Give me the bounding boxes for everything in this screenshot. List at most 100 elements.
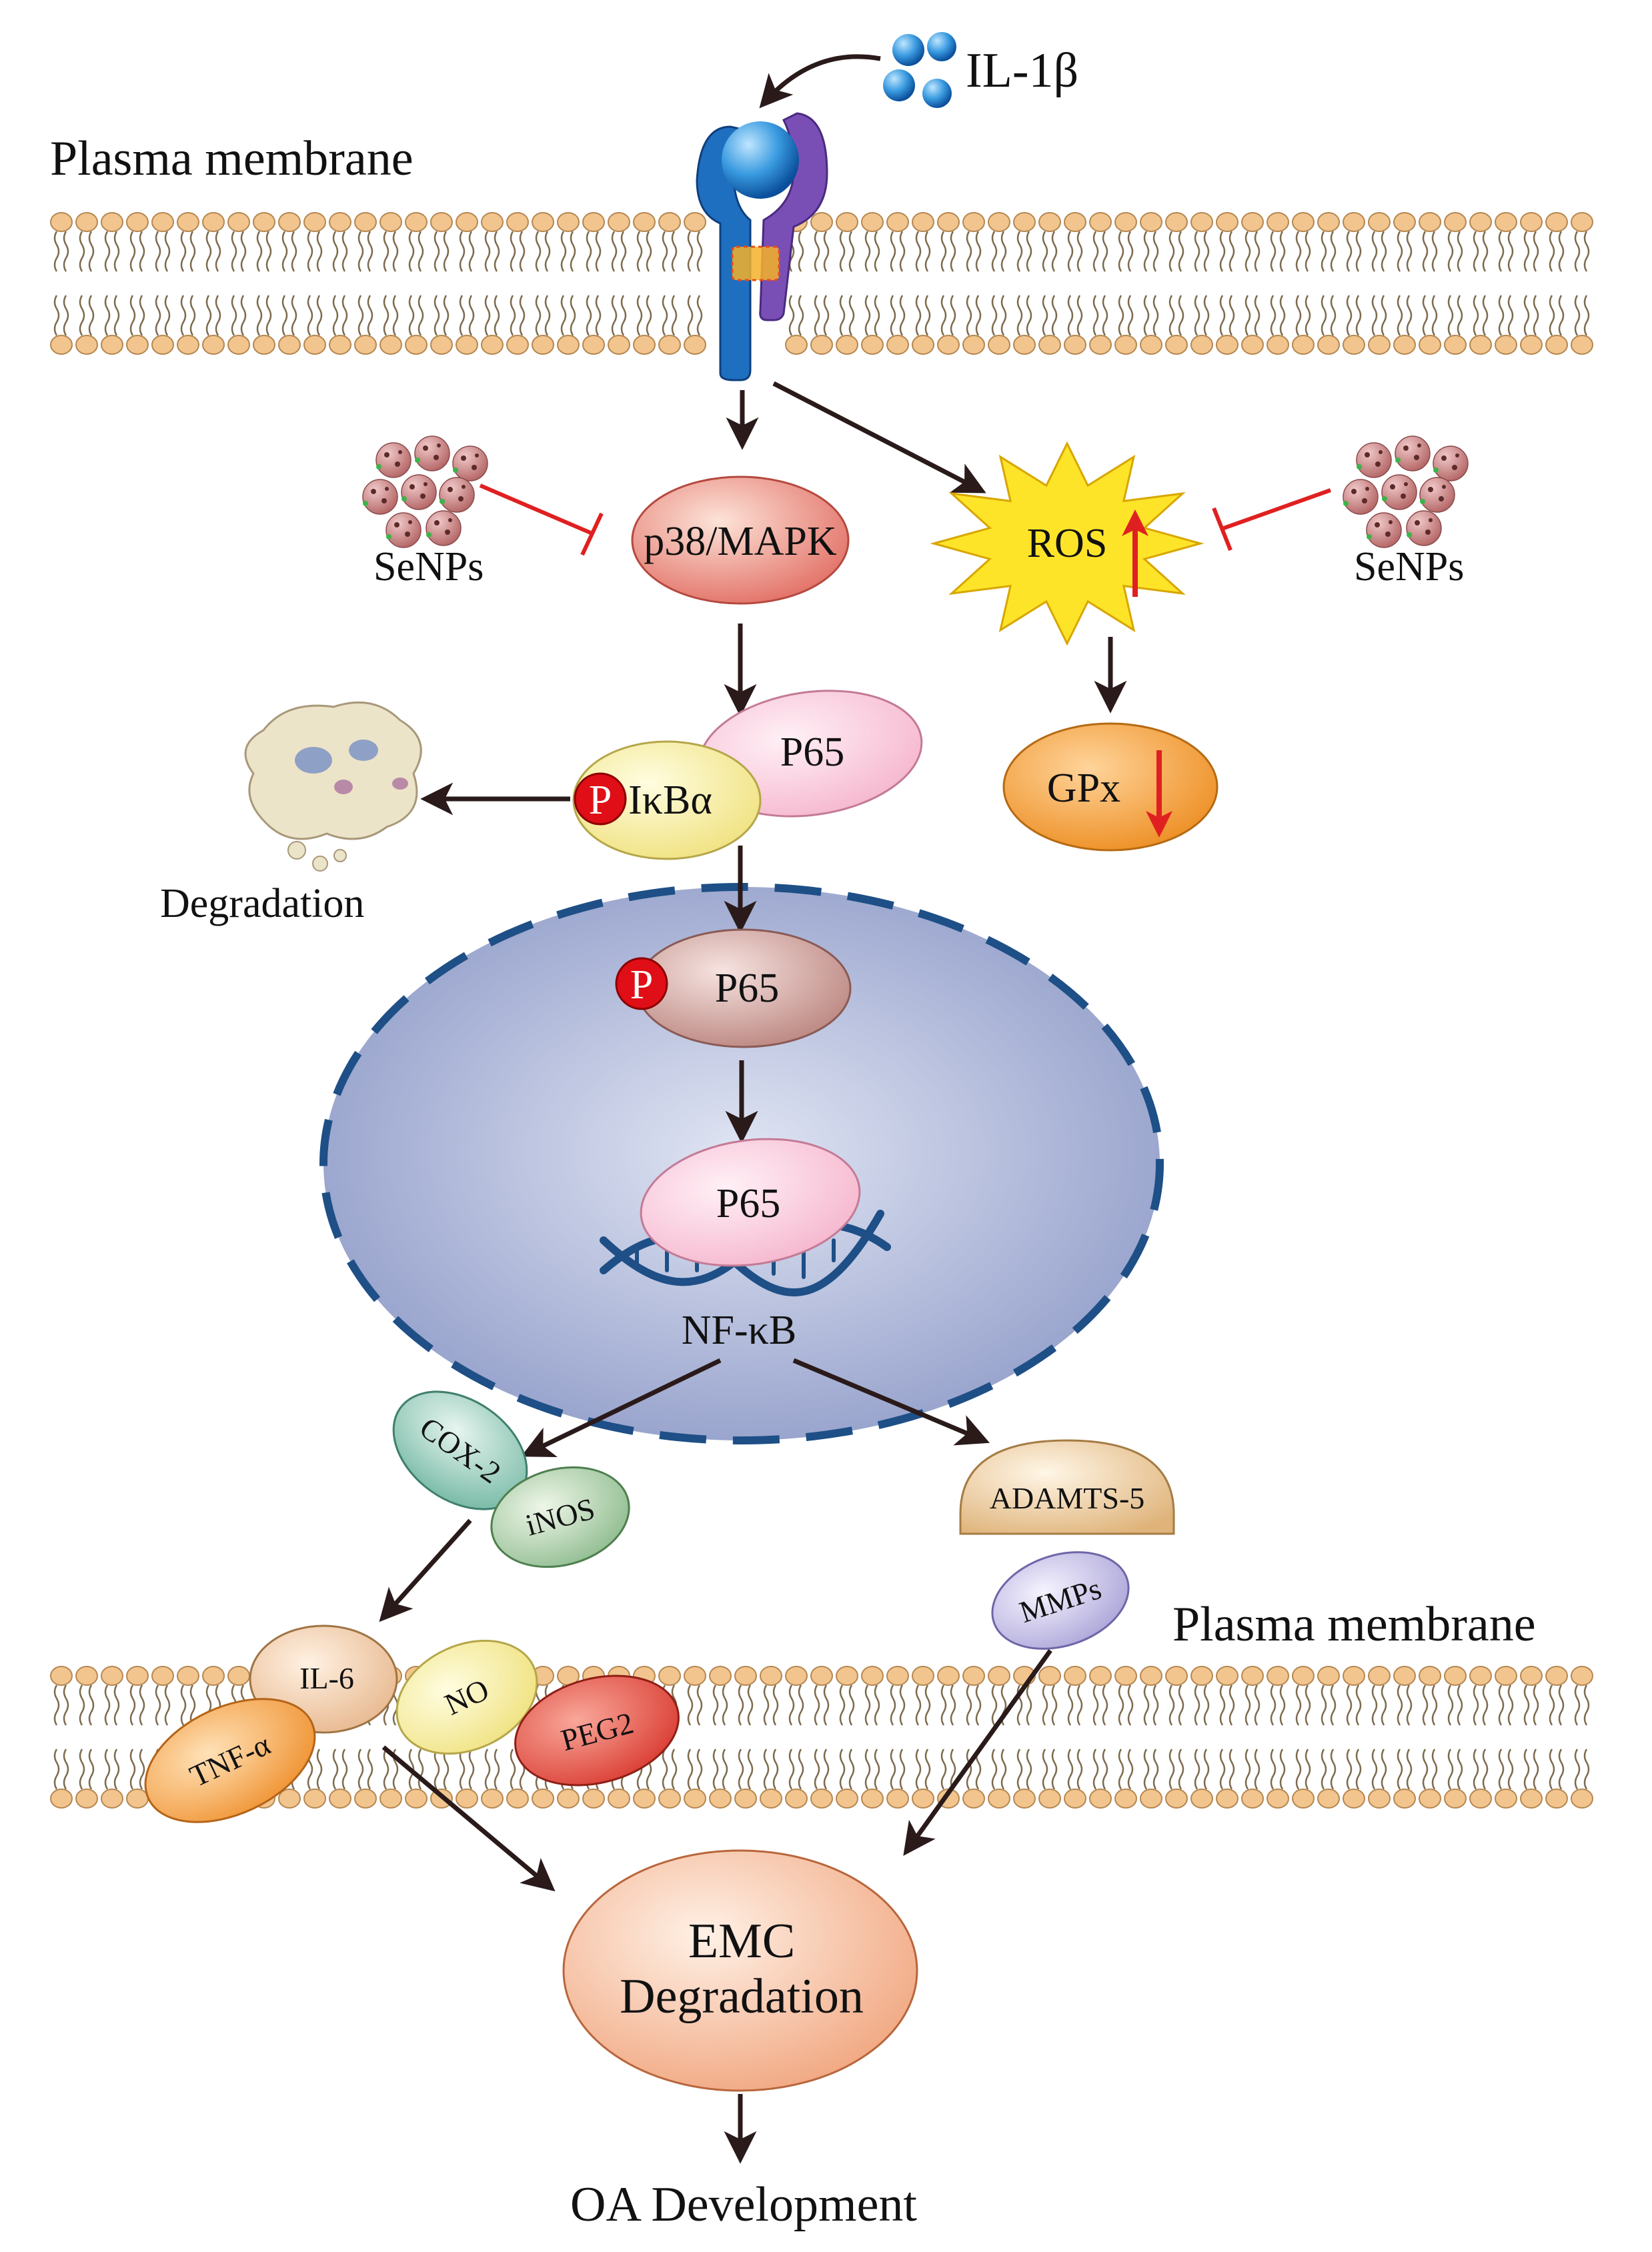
lipid-molecule bbox=[1014, 213, 1035, 354]
phospho-marker-ikba bbox=[574, 772, 627, 826]
lipid-molecule bbox=[1216, 1666, 1238, 1808]
inhibition-left bbox=[479, 483, 604, 556]
oa-development-label: OA Development bbox=[570, 2177, 917, 2232]
lipid-molecule bbox=[1470, 213, 1491, 354]
lipid-molecule bbox=[558, 213, 579, 354]
tnfa-node bbox=[144, 1698, 316, 1823]
lipid-molecule bbox=[482, 213, 503, 354]
lipid-molecule bbox=[1521, 1666, 1542, 1808]
il1-receptor-icon bbox=[696, 112, 828, 381]
lipid-molecule bbox=[1090, 1666, 1111, 1808]
lipid-molecule bbox=[1394, 1666, 1415, 1808]
lipid-molecule bbox=[1267, 213, 1289, 354]
lipid-molecule bbox=[1166, 213, 1187, 354]
phospho-marker-ikba-label: P bbox=[589, 778, 612, 823]
lipid-molecule bbox=[786, 1666, 807, 1808]
lipid-molecule bbox=[101, 1666, 123, 1808]
top-membrane bbox=[51, 213, 1593, 354]
degradation-debris-icon bbox=[244, 701, 422, 872]
lipid-molecule bbox=[1394, 213, 1415, 354]
lipid-molecule bbox=[532, 213, 554, 354]
p65-dna-node bbox=[640, 1138, 861, 1267]
lipid-molecule bbox=[101, 213, 123, 354]
lipid-molecule bbox=[1546, 1666, 1567, 1808]
mediators-to-emc-arrow bbox=[381, 1745, 556, 1892]
p65-nucleus-label: P65 bbox=[715, 966, 779, 1011]
lipid-molecule bbox=[938, 213, 959, 354]
lipid-molecule bbox=[1140, 213, 1162, 354]
p65-dna-label: P65 bbox=[716, 1181, 780, 1226]
senps-left-icon bbox=[363, 436, 488, 547]
il1b-label: IL-1β bbox=[966, 43, 1078, 98]
il6-label: IL-6 bbox=[299, 1661, 354, 1695]
lipid-molecule bbox=[912, 1666, 934, 1808]
degradation-label: Degradation bbox=[160, 881, 364, 926]
lipid-molecule bbox=[253, 213, 275, 354]
lipid-molecule bbox=[1495, 213, 1517, 354]
lipid-molecule bbox=[1064, 1666, 1086, 1808]
lipid-molecule bbox=[963, 213, 984, 354]
lipid-molecule bbox=[684, 1666, 706, 1808]
lipid-molecule bbox=[1546, 213, 1567, 354]
il1b-ligand-icon bbox=[883, 32, 956, 108]
lipid-molecule bbox=[1039, 1666, 1060, 1808]
lipid-molecule bbox=[1216, 213, 1238, 354]
lipid-molecule bbox=[1064, 213, 1086, 354]
ikba-node bbox=[572, 740, 762, 860]
lipid-molecule bbox=[1343, 213, 1365, 354]
lipid-molecule bbox=[51, 1666, 72, 1808]
lipid-molecule bbox=[355, 213, 376, 354]
ros-burst-icon bbox=[930, 441, 1204, 646]
inhibition-right bbox=[1212, 488, 1332, 551]
plasma-membrane-bottom-label: Plasma membrane bbox=[1172, 1597, 1536, 1652]
lipid-molecule bbox=[203, 213, 224, 354]
lipid-molecule bbox=[862, 1666, 883, 1808]
lipid-molecule bbox=[938, 1666, 959, 1808]
lipid-molecule bbox=[659, 213, 680, 354]
lipid-molecule bbox=[1242, 213, 1263, 354]
lipid-molecule bbox=[811, 213, 832, 354]
lipid-molecule bbox=[1191, 1666, 1212, 1808]
lipid-molecule bbox=[76, 1666, 97, 1808]
nfkb-label: NF-κB bbox=[682, 1308, 797, 1353]
lipid-molecule bbox=[836, 1666, 858, 1808]
senps-right-icon bbox=[1343, 436, 1468, 547]
lipid-molecule bbox=[1343, 1666, 1365, 1808]
lipid-molecule bbox=[152, 213, 173, 354]
lipid-molecule bbox=[456, 213, 478, 354]
lipid-molecule bbox=[988, 213, 1010, 354]
lipid-molecule bbox=[1419, 1666, 1441, 1808]
lipid-molecule bbox=[684, 213, 706, 354]
emc-degradation-node bbox=[562, 1849, 918, 2092]
lipid-molecule bbox=[228, 213, 249, 354]
gpx-label: GPx bbox=[1047, 766, 1120, 811]
p65-cytoplasm-label: P65 bbox=[780, 730, 844, 775]
lipid-molecule bbox=[1521, 213, 1542, 354]
lipid-molecule bbox=[836, 213, 858, 354]
lipid-molecule bbox=[1090, 213, 1111, 354]
lipid-molecule bbox=[1470, 1666, 1491, 1808]
no-node bbox=[395, 1639, 538, 1755]
lipid-molecule bbox=[380, 213, 401, 354]
adamts5-label: ADAMTS-5 bbox=[990, 1481, 1145, 1515]
lipid-molecule bbox=[1242, 1666, 1263, 1808]
senps-left-label: SeNPs bbox=[373, 544, 484, 590]
lipid-molecule bbox=[862, 213, 883, 354]
lipid-molecule bbox=[1191, 213, 1212, 354]
p38-mapk-node bbox=[631, 475, 850, 605]
nfkb-to-cox2-arrow bbox=[521, 1358, 722, 1458]
lipid-molecule bbox=[279, 213, 300, 354]
lipid-molecule bbox=[1495, 1666, 1517, 1808]
lipid-molecule bbox=[608, 213, 630, 354]
mmps-node bbox=[991, 1551, 1130, 1650]
lipid-molecule bbox=[51, 213, 72, 354]
lipid-molecule bbox=[634, 213, 655, 354]
lipid-molecule bbox=[988, 1666, 1010, 1808]
peg2-node bbox=[514, 1674, 680, 1787]
lipid-molecule bbox=[1369, 213, 1390, 354]
lipid-molecule bbox=[1039, 213, 1060, 354]
lipid-molecule bbox=[583, 213, 604, 354]
lipid-molecule bbox=[1318, 213, 1339, 354]
lipid-molecule bbox=[76, 213, 97, 354]
